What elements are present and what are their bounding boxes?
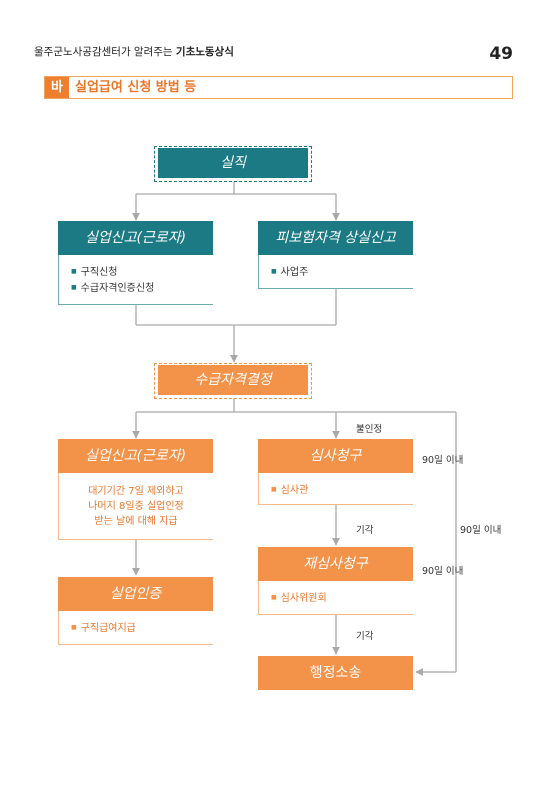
note-within-90-b: 90일 이내 (460, 525, 502, 536)
report-insurance-body: 사업주 (258, 255, 413, 289)
loss-node: 실직 (158, 148, 308, 178)
section-title: 실업급여 신청 방법 등 (75, 80, 197, 95)
certify-title: 실업인증 (58, 577, 213, 611)
lawsuit-node: 행정소송 (258, 656, 413, 690)
header-subtitle: 울주군노사공감센터가 알려주는 기초노동상식 (34, 46, 234, 58)
rereview-body: 심사위원회 (258, 581, 413, 615)
review-body: 심사관 (258, 473, 413, 505)
header-title: 기초노동상식 (175, 46, 234, 58)
section-heading: 바 실업급여 신청 방법 등 (44, 76, 513, 99)
rereview-title: 재심사청구 (258, 547, 413, 581)
section-tag: 바 (45, 77, 69, 98)
report-worker-top-body: 구직신청 수급자격인증신청 (58, 255, 213, 305)
note-dismissed-2: 기각 (356, 631, 374, 642)
note-within-90-a: 90일 이내 (422, 455, 464, 466)
list-item: 심사위원회 (271, 590, 413, 606)
list-item: 구직급여지급 (71, 620, 213, 636)
report-worker-top-title: 실업신고(근로자) (58, 221, 213, 255)
list-item: 구직신청 (71, 264, 213, 280)
note-rejected: 불인정 (356, 424, 383, 435)
decision-node: 수급자격결정 (158, 365, 308, 395)
body-line: 대기기간 7일 제외하고 (88, 486, 184, 497)
report-worker-bottom-body: 대기기간 7일 제외하고 나머지 8일중 실업인정 받는 날에 대해 지급 (58, 473, 213, 540)
body-line: 나머지 8일중 실업인정 (88, 501, 184, 512)
list-item: 수급자격인증신청 (71, 280, 213, 296)
page-number: 49 (489, 44, 513, 64)
loss-box-outline (154, 146, 312, 182)
decision-box-outline (154, 363, 312, 399)
review-title: 심사청구 (258, 439, 413, 473)
list-item: 사업주 (271, 264, 413, 280)
list-item: 심사관 (271, 482, 413, 498)
body-line: 받는 날에 대해 지급 (94, 516, 178, 527)
report-insurance-title: 피보험자격 상실신고 (258, 221, 413, 255)
note-dismissed-1: 기각 (356, 525, 374, 536)
certify-body: 구직급여지급 (58, 611, 213, 645)
report-worker-bottom-title: 실업신고(근로자) (58, 439, 213, 473)
note-within-90-c: 90일 이내 (422, 566, 464, 577)
